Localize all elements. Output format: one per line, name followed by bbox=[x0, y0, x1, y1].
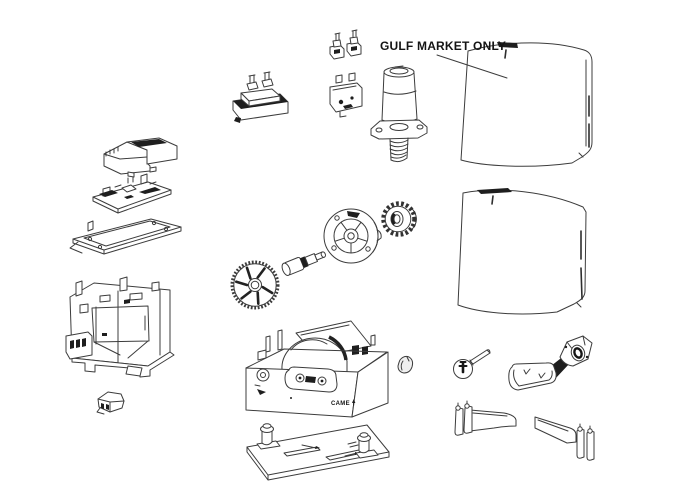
helical-gear-part bbox=[230, 260, 280, 310]
microswitch-part bbox=[329, 72, 363, 118]
pinion-gear-part bbox=[381, 201, 417, 237]
came-logo: CAME bbox=[331, 401, 350, 407]
foundation-plate-part bbox=[246, 423, 390, 481]
gulf-market-label: GULF MARKET ONLY bbox=[380, 39, 506, 53]
release-lever-lock-part bbox=[508, 335, 593, 391]
connector-pair-part bbox=[329, 29, 362, 60]
transformer-part bbox=[232, 71, 289, 123]
limit-switch-bracket-left-part bbox=[454, 400, 517, 436]
gearmotor-body-part: CAME bbox=[245, 320, 389, 418]
motor-worm-shaft-part bbox=[370, 65, 428, 163]
chassis-frame-part bbox=[65, 276, 175, 378]
board-mounting-plate-part bbox=[69, 218, 182, 255]
control-board-part bbox=[92, 173, 172, 214]
housing-cover-part bbox=[457, 188, 587, 315]
release-latch-part bbox=[96, 391, 125, 415]
housing-cover-gulf-market-part bbox=[460, 42, 593, 167]
control-board-cover-part bbox=[103, 137, 178, 178]
drive-shaft-part bbox=[281, 251, 326, 276]
annotation-leader-line bbox=[436, 54, 508, 79]
limit-switch-bracket-right-part bbox=[534, 416, 595, 461]
output-pulley-part bbox=[323, 208, 382, 264]
release-key-part bbox=[453, 349, 491, 379]
cam-clip-part bbox=[397, 355, 414, 374]
